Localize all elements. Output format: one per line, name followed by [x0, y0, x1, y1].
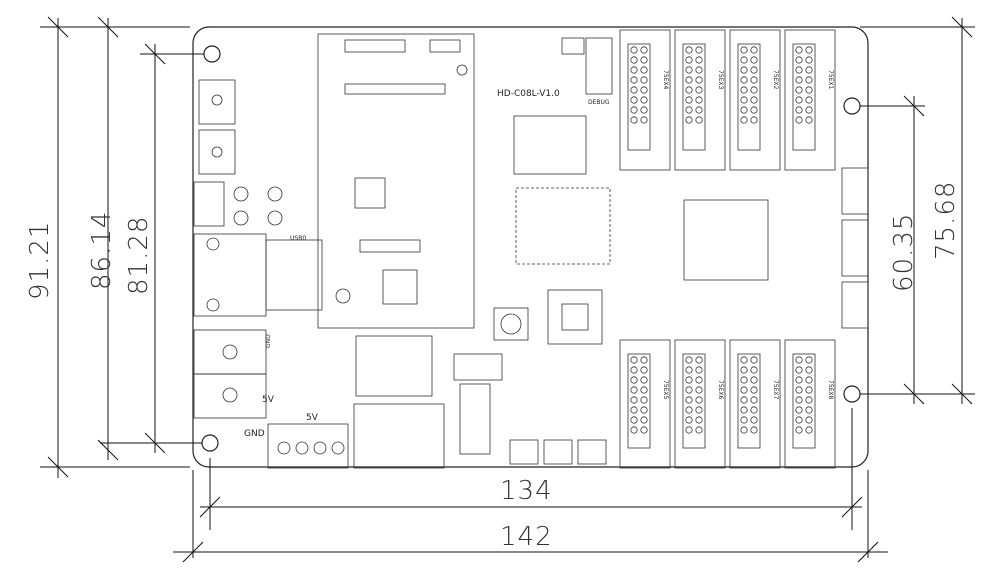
hub75-label: 75EX8 — [827, 380, 834, 400]
right-connector-2 — [841, 219, 869, 277]
hub75-headers-bottom: 75EX5 75EX6 75EX7 75EX8 — [619, 339, 836, 469]
board-model-label: HD-C08L-V1.0 — [497, 89, 560, 99]
bottom-connector-2 — [543, 439, 573, 465]
power-label-bottom: 5V — [306, 413, 319, 423]
debug-label: DEBUG — [588, 99, 610, 106]
right-connector-3 — [841, 281, 869, 329]
bga-chip-2 — [515, 187, 611, 265]
terminal-block — [267, 423, 349, 469]
module-hole — [335, 288, 351, 304]
dimension-9121: 91.21 — [25, 221, 55, 300]
hub75-label: 75EX3 — [717, 70, 724, 90]
bottom-connector-1 — [509, 439, 539, 465]
hub75-header-bottom-2: 75EX6 — [674, 339, 726, 469]
gnd-label-left: GND — [265, 334, 272, 348]
power-terminals — [193, 329, 267, 419]
mounting-hole-bottom-left — [201, 434, 219, 452]
dimension-7568: 75.68 — [931, 181, 961, 260]
header-strip — [344, 83, 446, 95]
small-connector — [453, 353, 503, 381]
hub75-header-top-1: 75EX4 — [619, 29, 671, 171]
inductor-block — [353, 403, 445, 469]
bga-chip-1 — [513, 115, 587, 175]
module-hole-2 — [456, 64, 468, 76]
mounting-hole-top-left — [203, 45, 221, 63]
memory-row — [359, 239, 421, 253]
vertical-connector — [459, 383, 491, 455]
soc-chip — [354, 177, 386, 209]
right-connector-1 — [841, 167, 869, 215]
fpc-connector-1 — [344, 39, 406, 53]
dimension-8614: 86.14 — [87, 211, 117, 290]
power-label-left: 5V — [262, 395, 275, 405]
dimension-134: 134 — [500, 476, 553, 506]
hub75-label: 75EX1 — [827, 70, 834, 90]
rj45-ports — [198, 79, 236, 175]
power-module — [355, 335, 433, 397]
gnd-label: GND — [244, 429, 265, 439]
dimension-8128: 81.28 — [124, 216, 154, 295]
hub75-header-bottom-3: 75EX7 — [729, 339, 781, 469]
debug-connector — [585, 37, 613, 95]
dimension-6035: 60.35 — [889, 213, 919, 292]
hub75-label: 75EX4 — [662, 70, 669, 90]
hub75-headers-top: 75EX4 75EX3 75EX2 75EX1 — [619, 29, 836, 171]
mounting-hole-bottom-right — [843, 385, 861, 403]
hub75-label: 75EX5 — [662, 380, 669, 400]
hub75-label: 75EX6 — [717, 380, 724, 400]
reset-button — [493, 307, 529, 341]
qfp-chip — [547, 289, 603, 345]
bottom-connector-3 — [577, 439, 607, 465]
usb-label: USB0 — [290, 235, 306, 242]
hub75-header-top-2: 75EX3 — [674, 29, 726, 171]
hub75-header-bottom-1: 75EX5 — [619, 339, 671, 469]
core-module — [317, 33, 475, 329]
hub75-label: 75EX7 — [772, 380, 779, 400]
dimension-142: 142 — [500, 522, 553, 552]
hub75-header-bottom-4: 75EX8 — [784, 339, 836, 469]
usb-connector: USB0 — [193, 181, 306, 242]
mounting-hole-top-right — [843, 97, 861, 115]
hub75-header-top-3: 75EX2 — [729, 29, 781, 171]
bga-chip-3 — [683, 199, 769, 281]
processor-chip — [382, 269, 418, 305]
fpc-connector-2 — [429, 39, 461, 53]
hub75-label: 75EX2 — [772, 70, 779, 90]
network-jack — [193, 233, 323, 317]
hub75-header-top-4: 75EX1 — [784, 29, 836, 171]
